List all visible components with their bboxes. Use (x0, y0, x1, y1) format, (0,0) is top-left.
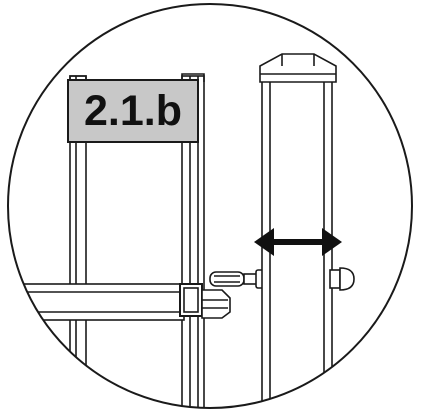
gate-rail (8, 283, 185, 321)
step-label-box (67, 79, 199, 143)
latch-bracket (179, 283, 231, 319)
detail-circle (7, 3, 413, 409)
post-knob (329, 267, 355, 291)
latch-bolt (209, 269, 265, 289)
gate-frame (69, 73, 205, 408)
double-headed-arrow-icon (254, 228, 342, 256)
